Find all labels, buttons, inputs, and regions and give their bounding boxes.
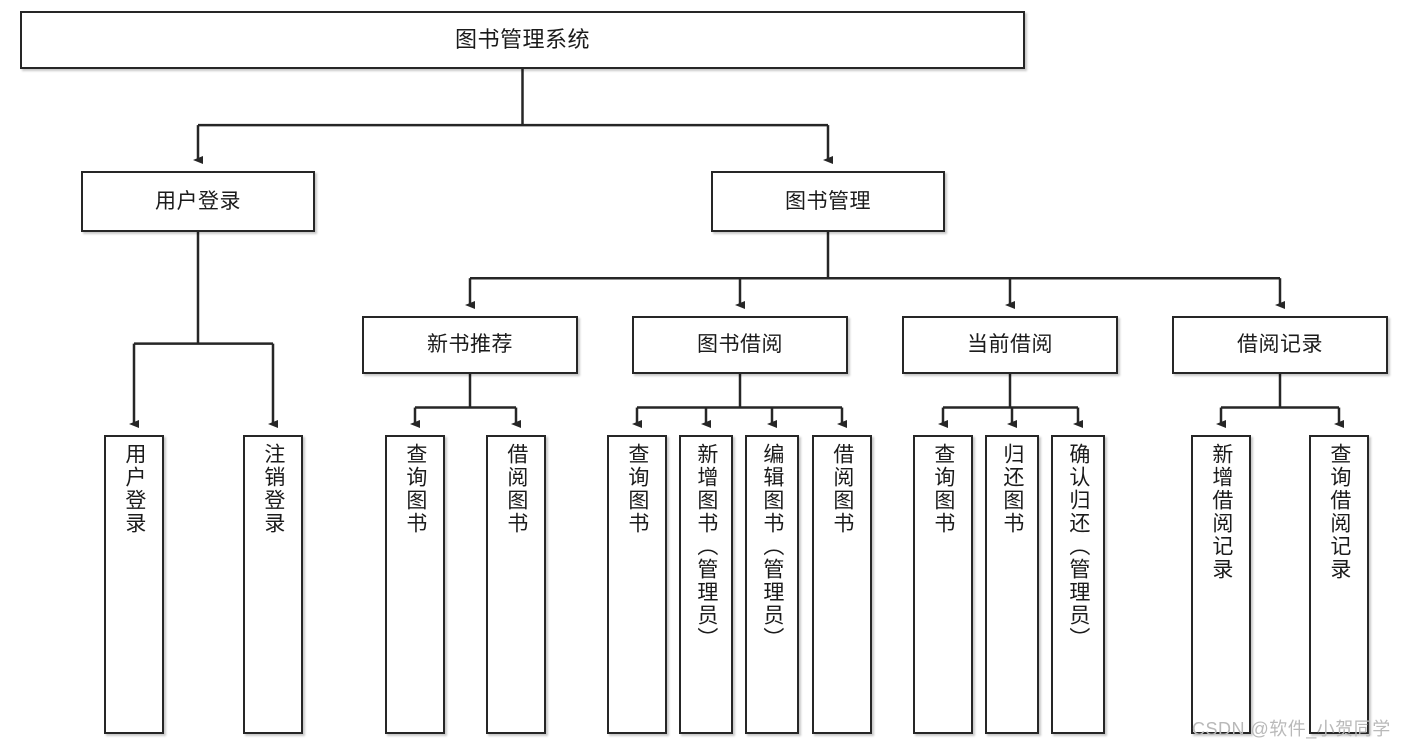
node-root[interactable]: 图书管理系统 <box>20 11 1025 69</box>
node-leaf-bw-edit[interactable]: 编辑图书（管理员） <box>745 435 799 734</box>
node-label: 查询图书 <box>625 443 649 535</box>
node-label: 借阅图书 <box>504 443 528 535</box>
node-leaf-bw-search[interactable]: 查询图书 <box>607 435 667 734</box>
node-label: 新书推荐 <box>427 333 513 357</box>
node-label: 用户登录 <box>155 189 241 213</box>
node-leaf-rc-search[interactable]: 查询借阅记录 <box>1309 435 1369 734</box>
node-leaf-bw-add[interactable]: 新增图书（管理员） <box>679 435 733 734</box>
node-label: 图书借阅 <box>697 333 783 357</box>
node-leaf-user-login[interactable]: 用户登录 <box>104 435 164 734</box>
node-label: 图书管理系统 <box>454 26 590 52</box>
node-label: 图书管理 <box>785 189 871 213</box>
node-borrow[interactable]: 图书借阅 <box>632 316 848 374</box>
node-leaf-cu-confirm[interactable]: 确认归还（管理员） <box>1051 435 1105 734</box>
node-leaf-bw-borrow[interactable]: 借阅图书 <box>812 435 872 734</box>
node-label: 新增图书（管理员） <box>694 443 718 650</box>
node-label: 借阅记录 <box>1237 333 1323 357</box>
node-leaf-user-logout[interactable]: 注销登录 <box>243 435 303 734</box>
node-label: 查询图书 <box>931 443 955 535</box>
node-current[interactable]: 当前借阅 <box>902 316 1118 374</box>
node-label: 用户登录 <box>122 443 146 535</box>
node-label: 编辑图书（管理员） <box>760 443 784 650</box>
node-label: 新增借阅记录 <box>1209 443 1233 581</box>
node-newbook[interactable]: 新书推荐 <box>362 316 578 374</box>
node-bookmgmt[interactable]: 图书管理 <box>711 171 945 232</box>
node-leaf-rc-add[interactable]: 新增借阅记录 <box>1191 435 1251 734</box>
node-records[interactable]: 借阅记录 <box>1172 316 1388 374</box>
node-leaf-nb-search[interactable]: 查询图书 <box>385 435 445 734</box>
node-label: 当前借阅 <box>967 333 1053 357</box>
node-label: 查询借阅记录 <box>1327 443 1351 581</box>
node-login[interactable]: 用户登录 <box>81 171 315 232</box>
node-label: 查询图书 <box>403 443 427 535</box>
node-label: 归还图书 <box>1000 443 1024 535</box>
node-label: 注销登录 <box>261 443 285 535</box>
node-label: 借阅图书 <box>830 443 854 535</box>
node-leaf-cu-search[interactable]: 查询图书 <box>913 435 973 734</box>
node-leaf-cu-return[interactable]: 归还图书 <box>985 435 1039 734</box>
watermark: CSDN @软件_小贺同学 <box>1192 719 1391 739</box>
node-label: 确认归还（管理员） <box>1066 443 1090 650</box>
node-leaf-nb-borrow[interactable]: 借阅图书 <box>486 435 546 734</box>
